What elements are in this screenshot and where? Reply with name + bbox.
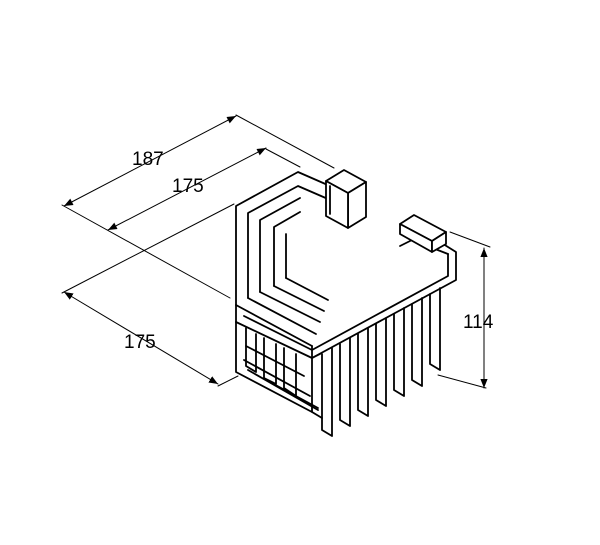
dimension-line-175-depth <box>107 147 267 231</box>
mount-bracket-left <box>325 169 367 229</box>
mount-bracket-right <box>399 214 447 253</box>
basket-front-grid <box>235 287 441 437</box>
dimension-175-depth: 175 <box>107 147 301 231</box>
basket-top-rim <box>235 239 457 359</box>
extension-line-187-left <box>61 204 231 299</box>
extension-line-114-bottom <box>437 374 487 389</box>
dimension-114: 114 <box>437 231 494 389</box>
dimension-label-175-width: 175 <box>124 332 156 353</box>
dimension-label-187: 187 <box>132 149 164 170</box>
extension-line-175-depth-right <box>265 148 301 168</box>
extension-line-175-width-top <box>61 203 235 294</box>
extension-line-175-width-bottom <box>217 375 239 387</box>
dimension-187: 187 <box>61 114 335 299</box>
wire-basket <box>235 169 457 437</box>
extension-line-114-top <box>449 231 491 248</box>
extension-line-187-right <box>235 114 335 169</box>
dimension-175-width: 175 <box>61 203 239 387</box>
dimension-line-175-width <box>63 291 219 385</box>
basket-back-wall <box>235 171 331 347</box>
basket-bottom <box>247 369 319 411</box>
dimension-label-175-depth: 175 <box>172 176 204 197</box>
dimension-label-114: 114 <box>463 312 494 333</box>
